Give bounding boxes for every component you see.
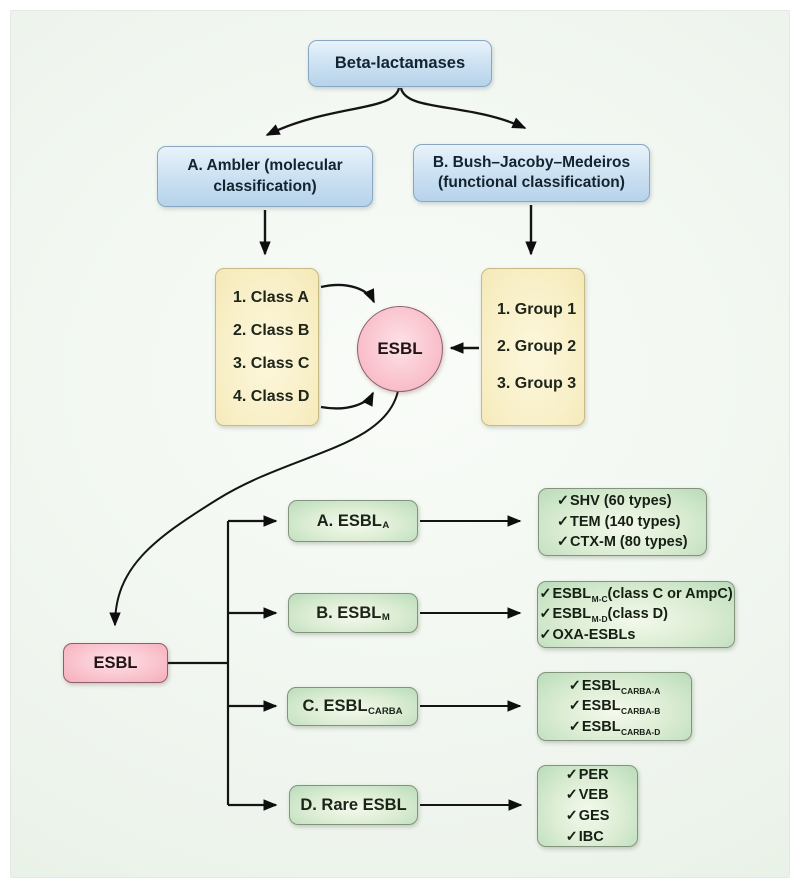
member-line: ✓ESBLM-C(class C or AmpC) bbox=[539, 585, 733, 604]
class-item: 1. Class A bbox=[233, 288, 309, 306]
check-icon: ✓ bbox=[556, 493, 569, 510]
family-b-members-box: ✓ESBLM-C(class C or AmpC) ✓ESBLM-D(class… bbox=[537, 581, 735, 648]
check-icon: ✓ bbox=[568, 677, 581, 694]
check-icon: ✓ bbox=[565, 828, 578, 845]
member-line: ✓IBC bbox=[565, 828, 604, 845]
member-line: ✓VEB bbox=[565, 787, 609, 804]
check-icon: ✓ bbox=[568, 698, 581, 715]
check-icon: ✓ bbox=[568, 718, 581, 735]
family-b-label-sub: M bbox=[381, 612, 390, 624]
check-icon: ✓ bbox=[539, 606, 552, 623]
group-item: 1. Group 1 bbox=[497, 300, 577, 318]
diagram-panel bbox=[10, 10, 790, 878]
esbl-circle-label: ESBL bbox=[377, 339, 423, 358]
ambler-classes-box: 1. Class A 2. Class B 3. Class C 4. Clas… bbox=[215, 268, 319, 426]
classification-ambler: A. Ambler (molecular classification) bbox=[157, 146, 373, 207]
class-item: 3. Class C bbox=[233, 354, 310, 372]
member-line: ✓ESBLCARBA-D bbox=[568, 718, 661, 737]
bush-groups-box: 1. Group 1 2. Group 2 3. Group 3 bbox=[481, 268, 585, 426]
family-c-members-box: ✓ESBLCARBA-A ✓ESBLCARBA-B ✓ESBLCARBA-D bbox=[537, 672, 692, 741]
family-b-label: B. ESBL bbox=[316, 603, 382, 622]
family-d-box: D. Rare ESBL bbox=[289, 785, 418, 825]
check-icon: ✓ bbox=[565, 808, 578, 824]
member-line: ✓OXA-ESBLs bbox=[539, 626, 636, 643]
class-item: 2. Class B bbox=[233, 321, 310, 339]
esbl-circle-node: ESBL bbox=[357, 306, 443, 392]
class-item: 4. Class D bbox=[233, 387, 310, 405]
ambler-label: A. Ambler (molecular classification) bbox=[187, 157, 343, 195]
esbl-node: ESBL bbox=[63, 643, 168, 683]
check-icon: ✓ bbox=[539, 626, 552, 643]
root-label: Beta-lactamases bbox=[334, 53, 466, 72]
member-line: ✓TEM (140 types) bbox=[556, 513, 681, 530]
member-line: ✓PER bbox=[565, 766, 609, 783]
family-a-label-sub: A bbox=[382, 520, 390, 532]
bush-label: B. Bush–Jacoby–Medeiros (functional clas… bbox=[432, 153, 631, 191]
member-line: ✓ESBLCARBA-B bbox=[568, 698, 661, 717]
root-node-beta-lactamases: Beta-lactamases bbox=[308, 40, 492, 87]
esbl-node-label: ESBL bbox=[93, 653, 138, 672]
member-line: ✓CTX-M (80 types) bbox=[556, 534, 688, 551]
check-icon: ✓ bbox=[539, 585, 552, 602]
check-icon: ✓ bbox=[565, 766, 578, 783]
member-line: ✓SHV (60 types) bbox=[556, 493, 672, 510]
check-icon: ✓ bbox=[556, 534, 569, 551]
member-line: ✓GES bbox=[565, 808, 610, 824]
check-icon: ✓ bbox=[556, 513, 569, 530]
check-icon: ✓ bbox=[565, 787, 578, 804]
family-d-label: D. Rare ESBL bbox=[300, 795, 407, 814]
member-line: ✓ESBLCARBA-A bbox=[568, 677, 661, 696]
group-item: 3. Group 3 bbox=[497, 375, 577, 393]
family-c-label-sub: CARBA bbox=[368, 705, 403, 717]
family-a-label: A. ESBL bbox=[316, 511, 382, 530]
family-d-members-box: ✓PER ✓VEB ✓GES ✓IBC bbox=[537, 765, 638, 847]
member-line: ✓ESBLM-D(class D) bbox=[539, 606, 668, 625]
family-c-label: C. ESBL bbox=[302, 697, 368, 715]
classification-bush-jacoby-medeiros: B. Bush–Jacoby–Medeiros (functional clas… bbox=[413, 144, 650, 202]
group-item: 2. Group 2 bbox=[497, 337, 577, 355]
family-a-members-box: ✓SHV (60 types) ✓TEM (140 types) ✓CTX-M … bbox=[538, 488, 707, 556]
